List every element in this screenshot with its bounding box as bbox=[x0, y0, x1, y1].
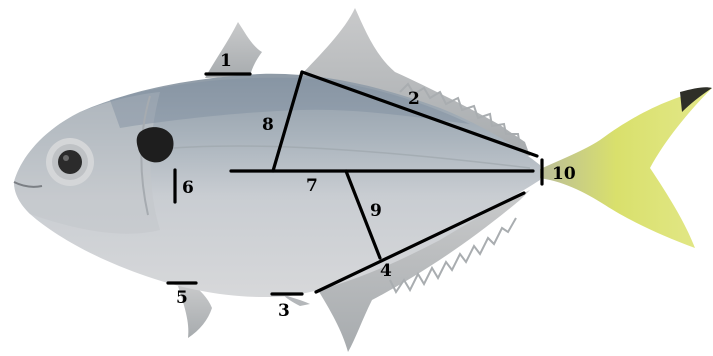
eye bbox=[46, 138, 94, 186]
first-dorsal-fin bbox=[205, 22, 262, 78]
label-5: 5 bbox=[176, 288, 188, 308]
label-1: 1 bbox=[220, 51, 232, 71]
label-7: 7 bbox=[306, 176, 318, 196]
label-3: 3 bbox=[278, 301, 290, 321]
label-2: 2 bbox=[408, 89, 420, 109]
label-6: 6 bbox=[182, 178, 194, 198]
label-9: 9 bbox=[370, 201, 382, 221]
label-10: 10 bbox=[552, 164, 576, 184]
label-8: 8 bbox=[262, 115, 274, 135]
label-4: 4 bbox=[380, 261, 392, 281]
